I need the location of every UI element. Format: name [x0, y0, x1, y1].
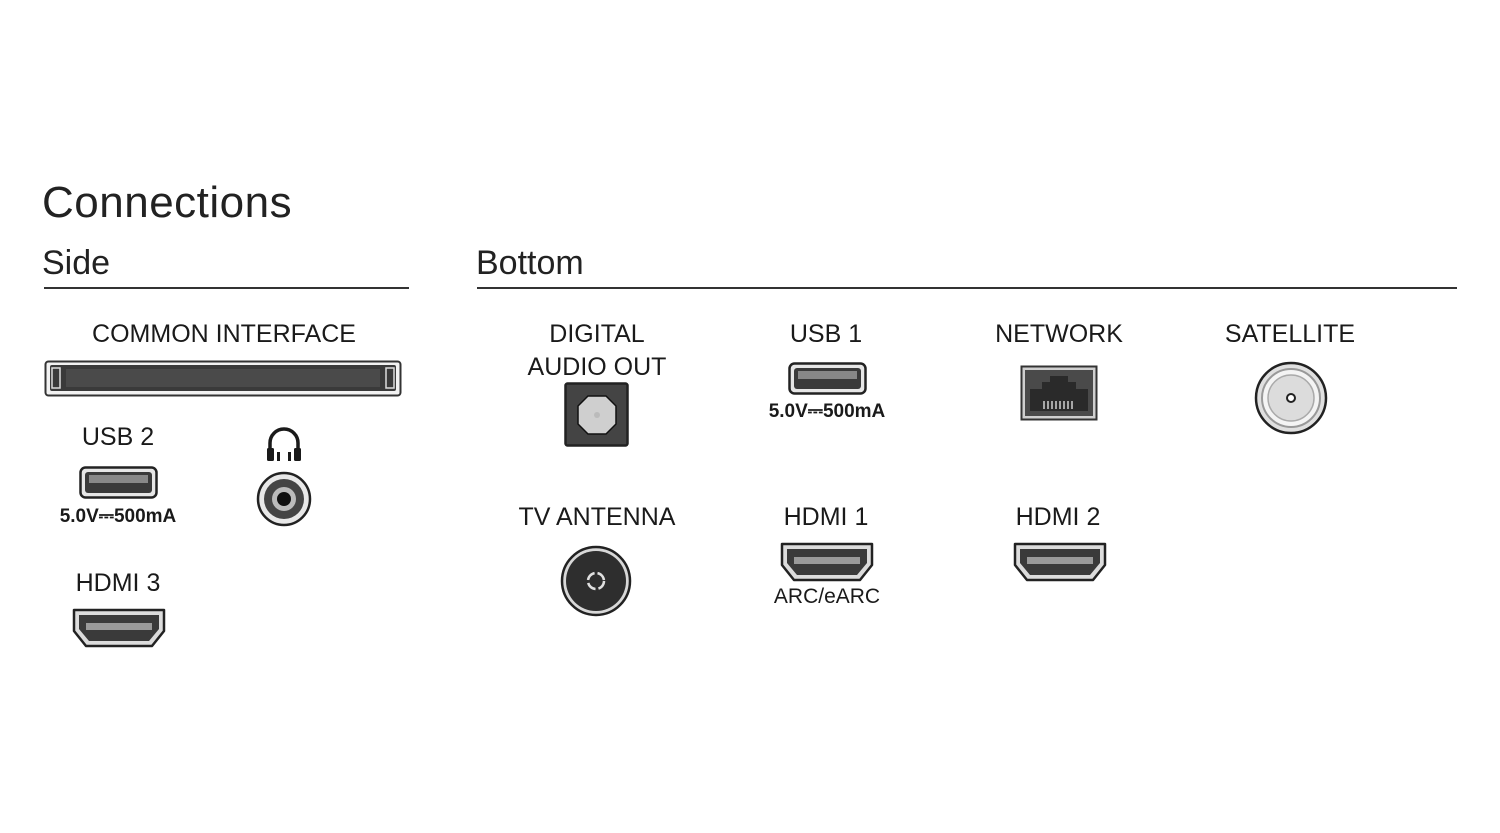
hdmi2-port-icon	[1013, 542, 1107, 582]
ethernet-port-icon	[1020, 365, 1098, 421]
digital-audio-out-label-line2: AUDIO OUT	[527, 353, 667, 381]
headphone-jack-icon	[256, 471, 312, 527]
section-side-heading: Side	[42, 244, 111, 282]
satellite-connector-icon	[1254, 361, 1328, 435]
hdmi1-port-icon	[780, 542, 874, 582]
section-bottom-heading: Bottom	[476, 244, 584, 282]
bottom-divider	[477, 287, 1457, 289]
tv-antenna-label: TV ANTENNA	[518, 503, 676, 531]
satellite-label: SATELLITE	[1224, 320, 1356, 348]
usb1-port-icon	[788, 362, 867, 395]
antenna-connector-icon	[560, 545, 632, 617]
usb2-port-icon	[79, 466, 158, 499]
usb2-label: USB 2	[81, 423, 155, 451]
usb1-rating: 5.0V⎓500mA	[768, 401, 886, 422]
common-interface-label: COMMON INTERFACE	[92, 320, 356, 348]
hdmi1-arc-note: ARC/eARC	[773, 585, 881, 608]
page-title: Connections	[42, 178, 293, 227]
digital-audio-out-label-line1: DIGITAL	[549, 320, 645, 348]
side-divider	[44, 287, 409, 289]
optical-port-icon	[564, 382, 629, 447]
common-interface-slot-icon	[44, 360, 402, 397]
hdmi2-label: HDMI 2	[1015, 503, 1101, 531]
hdmi3-label: HDMI 3	[75, 569, 161, 597]
hdmi1-label: HDMI 1	[783, 503, 869, 531]
headphones-icon	[267, 427, 301, 461]
usb2-rating: 5.0V⎓500mA	[59, 506, 177, 527]
network-label: NETWORK	[995, 320, 1123, 348]
hdmi3-port-icon	[72, 608, 166, 648]
usb1-label: USB 1	[789, 320, 863, 348]
